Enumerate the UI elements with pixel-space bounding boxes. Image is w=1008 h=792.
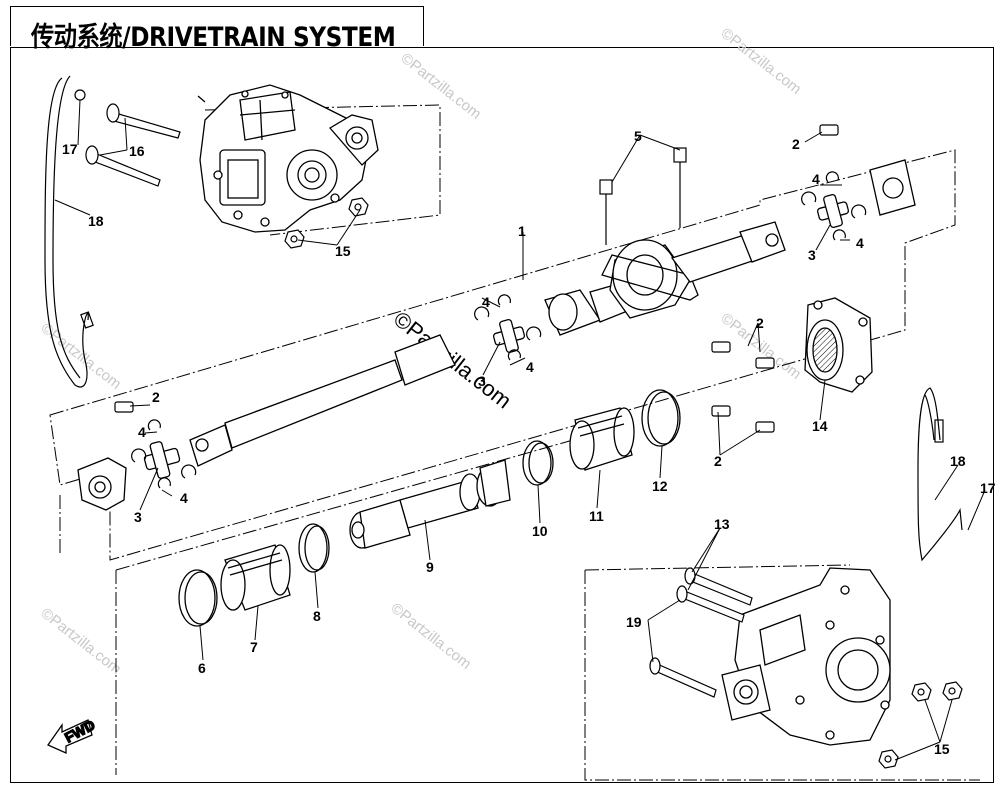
label-2: 2 (792, 136, 800, 152)
label-17: 17 (980, 480, 996, 496)
nuts-15-front (284, 197, 369, 249)
ring-10 (522, 440, 554, 486)
label-14: 14 (812, 418, 828, 434)
label-2: 2 (756, 315, 764, 331)
label-1: 1 (518, 223, 526, 239)
label-17: 17 (62, 141, 78, 157)
label-7: 7 (250, 639, 258, 655)
watermark: ©Partzilla.com (398, 50, 485, 123)
label-4: 4 (482, 294, 490, 310)
label-15: 15 (934, 741, 950, 757)
bolt-16-upper (106, 103, 181, 139)
boot-11 (569, 407, 635, 471)
label-4: 4 (856, 235, 864, 251)
label-12: 12 (652, 478, 668, 494)
clamp-ring-8 (298, 523, 330, 573)
rear-final-drive (721, 567, 891, 746)
fwd-label: FWD (62, 717, 98, 746)
label-4: 4 (812, 171, 820, 187)
label-3: 3 (134, 509, 142, 525)
label-5: 5 (634, 128, 642, 144)
leader-lines (54, 99, 986, 761)
clamp-17-front (74, 89, 86, 101)
label-11: 11 (589, 508, 604, 524)
label-3: 3 (808, 247, 816, 263)
label-13: 13 (714, 516, 730, 532)
center-shaft (544, 159, 916, 336)
label-4: 4 (138, 424, 146, 440)
ring-12 (641, 389, 681, 447)
label-15: 15 (335, 243, 351, 259)
circlips-4 (131, 171, 867, 489)
diagram-frame (10, 47, 994, 783)
bolt-16-lower (85, 145, 161, 187)
label-2: 2 (152, 389, 160, 405)
label-8: 8 (313, 608, 321, 624)
label-4: 4 (526, 359, 534, 375)
label-6: 6 (198, 660, 206, 676)
label-19: 19 (626, 614, 642, 630)
front-differential (197, 84, 379, 233)
part-labels: 1 2 2 2 2 3 3 3 4 4 4 4 4 4 5 6 7 8 9 10… (62, 128, 996, 757)
label-16: 16 (129, 143, 145, 159)
shaft-9 (349, 459, 511, 549)
label-10: 10 (532, 523, 548, 539)
front-prop-shaft (77, 319, 526, 511)
boot-7 (220, 544, 291, 611)
breather-hose-rear (917, 387, 963, 562)
label-18: 18 (88, 213, 104, 229)
bolts-5 (599, 147, 687, 245)
seal-ring-6 (178, 569, 218, 627)
rear-flange (804, 297, 873, 393)
watermark: ©Partzilla.com (388, 600, 475, 673)
watermark: ©Partzilla.com (38, 605, 125, 678)
label-3: 3 (478, 373, 486, 389)
title-box: 传动系统/DRIVETRAIN SYSTEM (10, 6, 424, 53)
label-18: 18 (950, 453, 966, 469)
label-2: 2 (714, 453, 722, 469)
label-4: 4 (180, 490, 188, 506)
bolts-13-19 (649, 567, 753, 698)
breather-hose-front (44, 75, 94, 388)
label-9: 9 (426, 559, 434, 575)
watermark: ©Partzilla.com (718, 25, 805, 98)
bolts-2 (114, 124, 839, 433)
nuts-15-rear (878, 681, 963, 769)
fwd-arrow: FWD (47, 716, 98, 755)
